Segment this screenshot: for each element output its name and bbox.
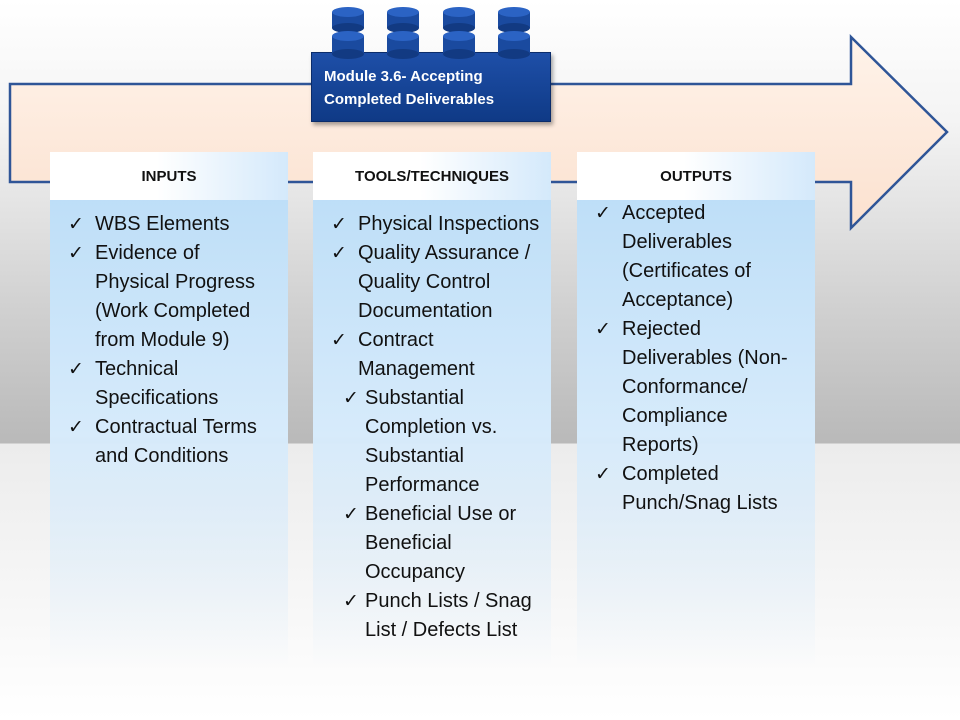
stud-top (498, 7, 530, 17)
list-subitem: Beneficial Use or Beneficial Occupancy (343, 500, 541, 587)
stud-top (387, 7, 419, 17)
stud-base (498, 49, 530, 59)
stud-top (332, 7, 364, 17)
stud-base (443, 49, 475, 59)
list-item: Contract Management (331, 326, 541, 384)
list-item: Quality Assurance / Quality Control Docu… (331, 239, 541, 326)
stud-top (443, 31, 475, 41)
list-item: Accepted Deliverables (Certificates of A… (595, 199, 805, 315)
stud-top (387, 31, 419, 41)
list-item: Technical Specifications (68, 355, 278, 413)
list-item: Rejected Deliverables (Non-Conformance/ … (595, 315, 805, 460)
tools-column: TOOLS/TECHNIQUES Physical Inspections Qu… (313, 152, 551, 668)
list-item: Completed Punch/Snag Lists (595, 460, 805, 518)
inputs-header: INPUTS (50, 152, 288, 200)
stud-top (443, 7, 475, 17)
stud-base (332, 23, 364, 33)
outputs-column: OUTPUTS Accepted Deliverables (Certifica… (577, 152, 815, 668)
stud-base (443, 23, 475, 33)
list-item: Physical Inspections (331, 210, 541, 239)
list-item: Evidence of Physical Progress (Work Comp… (68, 239, 278, 355)
module-brick: Module 3.6- Accepting Completed Delivera… (311, 52, 551, 122)
list-subitem: Punch Lists / Snag List / Defects List (343, 587, 541, 645)
list-item: Contractual Terms and Conditions (68, 413, 278, 471)
stud-top (332, 31, 364, 41)
stud-base (332, 49, 364, 59)
stud-top (498, 31, 530, 41)
stud-base (498, 23, 530, 33)
list-subitem: Substantial Completion vs. Substantial P… (343, 384, 541, 500)
tools-list: Physical Inspections Quality Assurance /… (331, 210, 541, 645)
inputs-column: INPUTS WBS Elements Evidence of Physical… (50, 152, 288, 668)
list-item: WBS Elements (68, 210, 278, 239)
stud-body (443, 36, 475, 54)
brick-studs (332, 7, 530, 59)
stud-body (332, 36, 364, 54)
outputs-header: OUTPUTS (577, 152, 815, 200)
inputs-list: WBS Elements Evidence of Physical Progre… (68, 210, 278, 471)
stud-body (498, 36, 530, 54)
stud-body (387, 36, 419, 54)
tools-header: TOOLS/TECHNIQUES (313, 152, 551, 200)
stud-base (387, 23, 419, 33)
stud-base (387, 49, 419, 59)
module-title: Module 3.6- Accepting Completed Delivera… (324, 68, 495, 108)
outputs-list: Accepted Deliverables (Certificates of A… (595, 199, 805, 518)
